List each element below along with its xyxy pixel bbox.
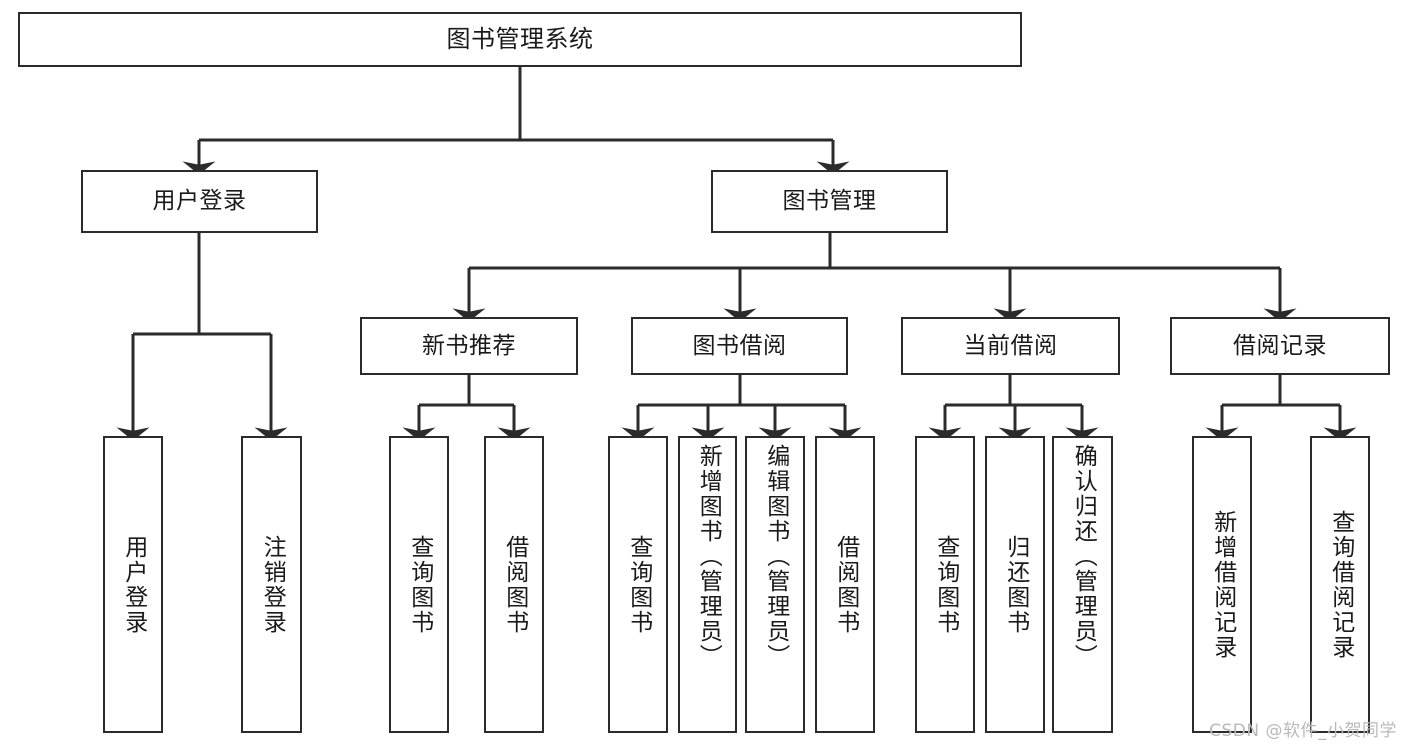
node-label: 新书推荐 — [422, 332, 516, 359]
leaf-query-book-1[interactable]: 查询图书 — [389, 436, 449, 733]
node-label: 图书管理系统 — [446, 24, 594, 53]
leaf-add-book-admin[interactable]: 新增图书（管理员） — [678, 436, 737, 733]
node-label: 图书借阅 — [692, 332, 787, 359]
node-label: 用户登录 — [120, 534, 147, 635]
node-label: 当前借阅 — [963, 332, 1058, 359]
leaf-logout[interactable]: 注销登录 — [241, 436, 302, 733]
node-label: 用户登录 — [152, 188, 247, 215]
leaf-borrow-book-2[interactable]: 借阅图书 — [815, 436, 875, 733]
node-label: 图书管理 — [782, 188, 877, 215]
node-label: 新增借阅记录 — [1209, 509, 1236, 660]
node-root-system[interactable]: 图书管理系统 — [18, 12, 1022, 67]
leaf-query-book-2[interactable]: 查询图书 — [608, 436, 668, 733]
leaf-return-book[interactable]: 归还图书 — [985, 436, 1045, 733]
node-user-login[interactable]: 用户登录 — [81, 170, 318, 233]
leaf-borrow-book-1[interactable]: 借阅图书 — [484, 436, 544, 733]
node-label: 借阅图书 — [832, 534, 859, 635]
leaf-edit-book-admin[interactable]: 编辑图书（管理员） — [745, 436, 805, 733]
node-borrow-record[interactable]: 借阅记录 — [1170, 317, 1390, 375]
leaf-add-borrow-record[interactable]: 新增借阅记录 — [1192, 436, 1252, 733]
node-label: 借阅图书 — [501, 534, 528, 635]
node-label: 查询借阅记录 — [1327, 509, 1354, 660]
leaf-query-borrow-record[interactable]: 查询借阅记录 — [1310, 436, 1370, 733]
node-label: 借阅记录 — [1233, 332, 1327, 359]
node-label: 确认归还（管理员） — [1070, 444, 1097, 669]
node-label: 编辑图书（管理员） — [762, 444, 789, 669]
node-label: 查询图书 — [406, 534, 433, 635]
node-book-manage[interactable]: 图书管理 — [711, 170, 948, 233]
node-label: 查询图书 — [932, 534, 959, 635]
node-book-borrow[interactable]: 图书借阅 — [631, 317, 848, 375]
leaf-query-book-3[interactable]: 查询图书 — [915, 436, 975, 733]
node-new-book-recommend[interactable]: 新书推荐 — [360, 317, 578, 375]
node-current-borrow[interactable]: 当前借阅 — [901, 317, 1120, 375]
node-label: 注销登录 — [259, 534, 286, 635]
node-label: 查询图书 — [625, 534, 652, 635]
leaf-user-login[interactable]: 用户登录 — [103, 436, 163, 733]
leaf-confirm-return-admin[interactable]: 确认归还（管理员） — [1052, 436, 1113, 733]
node-label: 归还图书 — [1002, 534, 1029, 635]
csdn-watermark: CSDN @软件_小贺同学 — [1209, 721, 1397, 741]
node-label: 新增图书（管理员） — [695, 444, 722, 669]
